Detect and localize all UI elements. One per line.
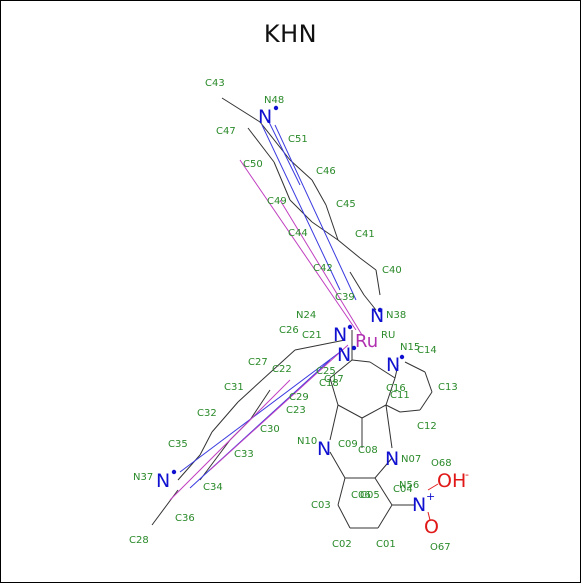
atom-label: N10 (297, 436, 317, 447)
atom-label: C39 (335, 292, 355, 303)
atom-label: N56 (399, 480, 419, 491)
atom-label: C29 (289, 392, 309, 403)
lone-pair-dot (273, 105, 279, 111)
atom-label: O68 (431, 458, 452, 469)
hydroxide-symbol: OH (437, 470, 466, 492)
atom-label: C05 (360, 490, 380, 501)
atom-n56-symbol: N (412, 494, 426, 516)
atom-label: C09 (338, 439, 358, 450)
atom-label: C04 (393, 484, 413, 495)
atom-n37-symbol: N (156, 470, 170, 492)
atom-label: C23 (286, 405, 306, 416)
atom-n48-symbol: N (258, 106, 272, 128)
bond-lines (151, 97, 439, 529)
atom-label: N37 (133, 472, 153, 483)
atom-labels: C43 N48 C47 C51 C50 C46 C49 C45 C44 C41 … (129, 78, 458, 553)
atom-o67-symbol: O (424, 516, 439, 538)
lone-pair-dot (399, 354, 405, 360)
molecule-title: KHN (263, 20, 318, 48)
atom-label: C27 (248, 357, 268, 368)
atom-label: C18 (319, 378, 339, 389)
atom-label: C28 (129, 535, 149, 546)
atom-label: N07 (401, 454, 421, 465)
atom-label: C21 (302, 330, 322, 341)
atom-label: C32 (197, 408, 217, 419)
atom-label: C41 (355, 229, 375, 240)
atom-label: C01 (376, 539, 396, 550)
atom-label: C31 (224, 382, 244, 393)
atom-label: C11 (390, 390, 410, 401)
atom-label: C42 (313, 263, 333, 274)
atom-label: C44 (288, 228, 308, 239)
atom-n24-symbol: N (333, 324, 347, 346)
atom-label: C34 (203, 482, 223, 493)
lone-pair-dot (347, 324, 353, 330)
atom-label: C02 (332, 539, 352, 550)
lone-pair-dot (171, 469, 177, 475)
atom-label: C40 (382, 265, 402, 276)
nitro-charge: + (426, 490, 435, 503)
element-symbols: N N N N Ru N N N N N + OH - O (156, 105, 469, 538)
atom-label: N48 (264, 95, 284, 106)
atom-label: C30 (260, 424, 280, 435)
atom-label: O67 (430, 542, 451, 553)
hydroxide-charge: - (465, 468, 469, 481)
lone-pair-dot (351, 345, 357, 351)
atom-label: C22 (272, 364, 292, 375)
atom-label: C14 (417, 345, 437, 356)
atom-label: C26 (279, 325, 299, 336)
atom-label: C36 (175, 513, 195, 524)
atom-label: C03 (311, 500, 331, 511)
atom-label: C17 (324, 374, 344, 385)
atom-label: C13 (438, 382, 458, 393)
atom-label: C35 (168, 439, 188, 450)
atom-label: C49 (267, 196, 287, 207)
lone-pair-dot (377, 307, 383, 313)
atom-ru-symbol: Ru (355, 331, 378, 352)
atom-label: N38 (386, 310, 406, 321)
atom-label: C50 (243, 159, 263, 170)
atom-n10-symbol: N (317, 438, 331, 460)
atom-label: C43 (205, 78, 225, 89)
atom-n-b-symbol: N (337, 344, 351, 366)
atom-label: C51 (288, 134, 308, 145)
atom-label: C46 (316, 166, 336, 177)
atom-label: C25 (316, 366, 336, 377)
atom-label: RU (381, 330, 395, 341)
atom-label: C47 (216, 126, 236, 137)
atom-n07-symbol: N (385, 448, 399, 470)
atom-label: C06 (351, 490, 371, 501)
atom-n38-symbol: N (370, 305, 384, 327)
atom-label: C08 (358, 445, 378, 456)
atom-n15-symbol: N (386, 354, 400, 376)
atom-label: C12 (417, 421, 437, 432)
atom-label: C16 (386, 383, 406, 394)
atom-label: C45 (336, 199, 356, 210)
atom-label: N15 (400, 342, 420, 353)
atom-label: C33 (234, 449, 254, 460)
atom-label: N24 (296, 310, 316, 321)
